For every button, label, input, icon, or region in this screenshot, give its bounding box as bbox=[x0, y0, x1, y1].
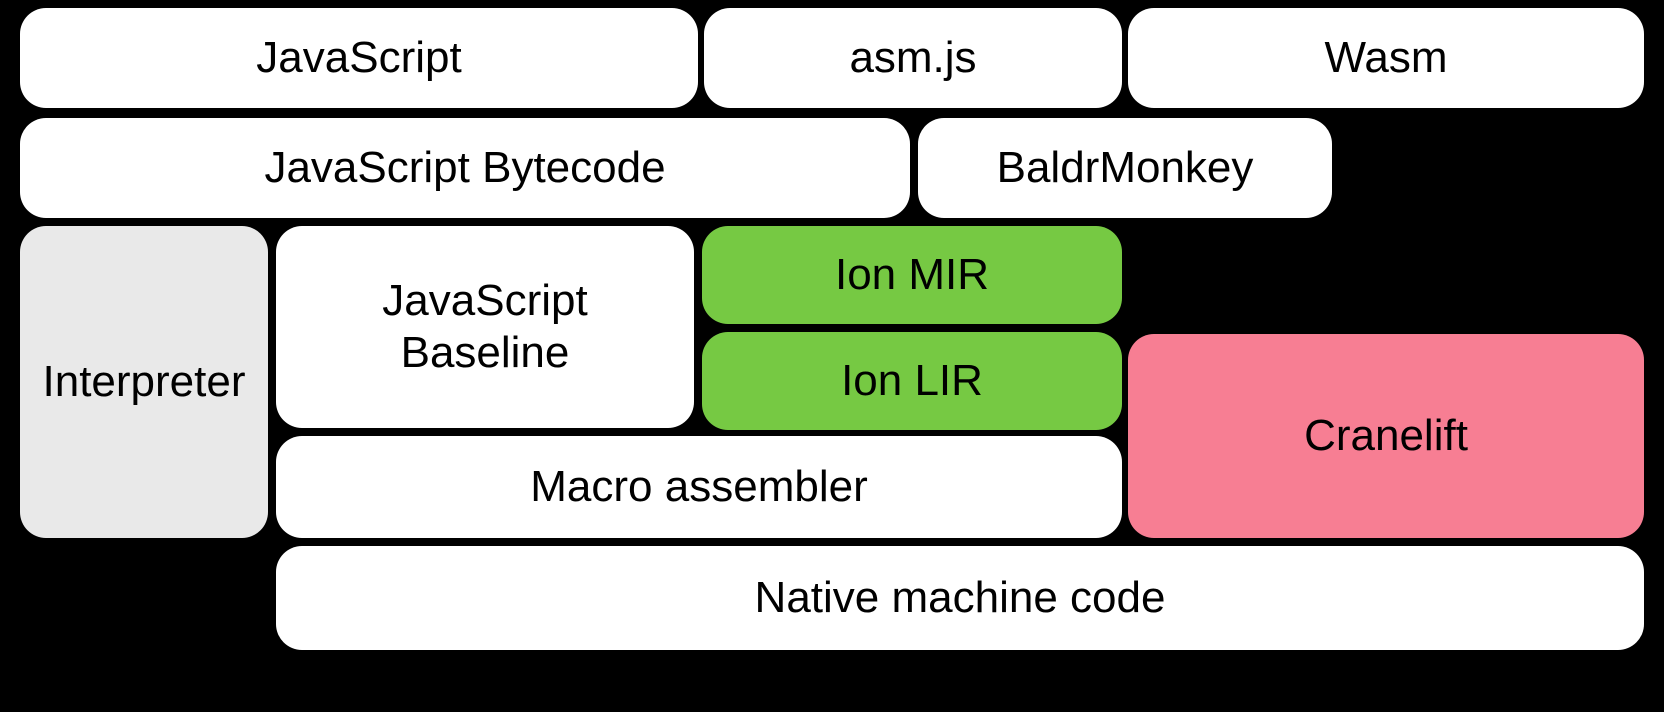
diagram-box-asm-js: asm.js bbox=[704, 8, 1122, 108]
diagram-box-interpreter: Interpreter bbox=[20, 226, 268, 538]
diagram-box-javascript-source: JavaScript bbox=[20, 8, 698, 108]
diagram-box-macro-assembler: Macro assembler bbox=[276, 436, 1122, 538]
diagram-box-label-asm-js: asm.js bbox=[849, 33, 977, 83]
diagram-box-label-javascript-source: JavaScript bbox=[256, 33, 462, 83]
diagram-box-label-native-machine-code: Native machine code bbox=[754, 573, 1166, 623]
diagram-box-cranelift: Cranelift bbox=[1128, 334, 1644, 538]
diagram-box-wasm: Wasm bbox=[1128, 8, 1644, 108]
diagram-box-label-javascript-baseline: JavaScript Baseline bbox=[382, 276, 588, 377]
diagram-box-native-machine-code: Native machine code bbox=[276, 546, 1644, 650]
diagram-box-label-interpreter: Interpreter bbox=[42, 357, 246, 407]
diagram-box-ion-lir: Ion LIR bbox=[702, 332, 1122, 430]
diagram-box-javascript-bytecode: JavaScript Bytecode bbox=[20, 118, 910, 218]
diagram-box-label-ion-mir: Ion MIR bbox=[834, 250, 990, 300]
diagram-box-label-macro-assembler: Macro assembler bbox=[530, 462, 868, 512]
diagram-box-ion-mir: Ion MIR bbox=[702, 226, 1122, 324]
diagram-box-label-wasm: Wasm bbox=[1324, 33, 1448, 83]
diagram-box-label-javascript-bytecode: JavaScript Bytecode bbox=[264, 143, 666, 193]
diagram-box-label-ion-lir: Ion LIR bbox=[841, 356, 983, 406]
diagram-box-baldrmonkey: BaldrMonkey bbox=[918, 118, 1332, 218]
diagram-box-javascript-baseline: JavaScript Baseline bbox=[276, 226, 694, 428]
diagram-box-label-baldrmonkey: BaldrMonkey bbox=[996, 143, 1254, 193]
diagram-box-label-cranelift: Cranelift bbox=[1304, 411, 1468, 461]
